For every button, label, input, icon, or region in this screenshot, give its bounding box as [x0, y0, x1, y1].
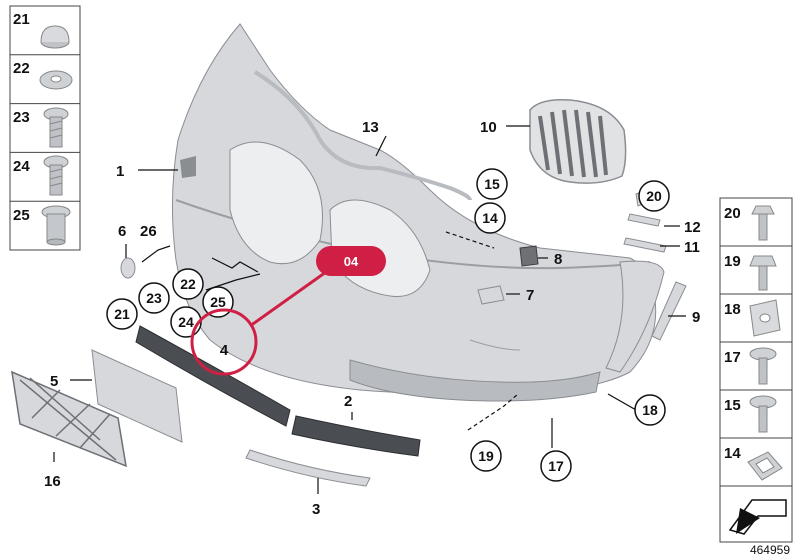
expanding-nut-icon: [41, 205, 71, 246]
screw-icon: [749, 395, 777, 433]
clip: [519, 245, 539, 267]
right-panel-num: 18: [724, 301, 741, 318]
callout-11: 11: [684, 239, 700, 256]
left-parts-panel: 21 22 23 24 25: [9, 5, 81, 251]
right-panel-num: 14: [724, 445, 741, 462]
right-panel-num: 20: [724, 205, 741, 222]
grommet-icon: [747, 451, 783, 481]
leader-lines: [53, 125, 686, 494]
side-reflector: [651, 281, 687, 341]
side-grille: [291, 415, 421, 457]
svg-text:18: 18: [642, 402, 658, 418]
side-molding: [605, 260, 665, 373]
washer-icon: [39, 70, 73, 90]
callout-3: 3: [312, 501, 320, 518]
callout-15: 15: [476, 168, 508, 200]
bracket: [627, 213, 661, 227]
callout-10: 10: [480, 119, 497, 136]
callout-12: 12: [684, 219, 701, 236]
callout-23: 23: [138, 282, 170, 314]
callout-4: 4: [220, 342, 229, 359]
svg-text:24: 24: [178, 314, 194, 330]
svg-text:17: 17: [548, 458, 564, 474]
callout-1: 1: [116, 163, 124, 180]
bumper-carrier: [11, 370, 127, 468]
right-parts-panel: 20 19 18 17 15 14: [719, 197, 793, 543]
callout-21: 21: [106, 298, 138, 330]
license-plate-base: [91, 349, 183, 443]
svg-text:14: 14: [482, 210, 498, 226]
callout-22: 22: [172, 268, 204, 300]
kidney-grille: [529, 98, 627, 184]
left-panel-num: 24: [13, 158, 30, 175]
svg-text:25: 25: [210, 294, 226, 310]
arrow-icon: [728, 499, 787, 535]
highlight-badge[interactable]: [316, 246, 386, 276]
callout-8: 8: [554, 251, 562, 268]
callout-18: 18: [634, 394, 666, 426]
svg-text:19: 19: [478, 448, 494, 464]
svg-text:15: 15: [484, 176, 500, 192]
callout-13: 13: [362, 119, 379, 136]
callout-24: 24: [170, 306, 202, 338]
callout-19: 19: [470, 440, 502, 472]
cap-plug-icon: [40, 25, 70, 49]
callout-2: 2: [344, 393, 352, 410]
callout-26: 26: [140, 223, 157, 240]
callout-5: 5: [50, 373, 58, 390]
document-number: 464959: [750, 543, 790, 557]
svg-text:21: 21: [114, 306, 130, 322]
molding-strip: [253, 70, 472, 201]
trim-strip: [245, 449, 371, 487]
callout-17: 17: [540, 450, 572, 482]
svg-text:20: 20: [646, 188, 662, 204]
left-panel-num: 21: [13, 11, 30, 28]
left-panel-num: 25: [13, 207, 30, 224]
highlighted-callout-4[interactable]: 4 04: [190, 246, 386, 376]
callout-9: 9: [692, 309, 700, 326]
right-panel-num: 15: [724, 397, 741, 414]
lower-center-grille: [135, 325, 291, 427]
screw-icon: [43, 155, 69, 196]
callout-7: 7: [526, 287, 534, 304]
callout-6: 6: [118, 223, 126, 240]
screw-icon: [751, 205, 775, 241]
cover-cap: [120, 257, 136, 279]
clip-nut-icon: [749, 299, 781, 337]
screw-icon: [43, 107, 69, 148]
bumper-cover: [171, 23, 657, 402]
callout-16: 16: [44, 473, 61, 490]
callout-20: 20: [638, 180, 670, 212]
callout-14: 14: [474, 202, 506, 234]
screw-icon: [749, 347, 777, 385]
callout-25: 25: [202, 286, 234, 318]
highlight-badge-label: 04: [344, 254, 359, 269]
screw-icon: [749, 255, 777, 291]
svg-text:22: 22: [180, 276, 196, 292]
cover-cap: [477, 285, 505, 305]
left-panel-num: 23: [13, 109, 30, 126]
right-panel-num: 17: [724, 349, 741, 366]
right-panel-num: 19: [724, 253, 741, 270]
bracket: [623, 237, 667, 253]
svg-text:23: 23: [146, 290, 162, 306]
left-panel-num: 22: [13, 60, 30, 77]
